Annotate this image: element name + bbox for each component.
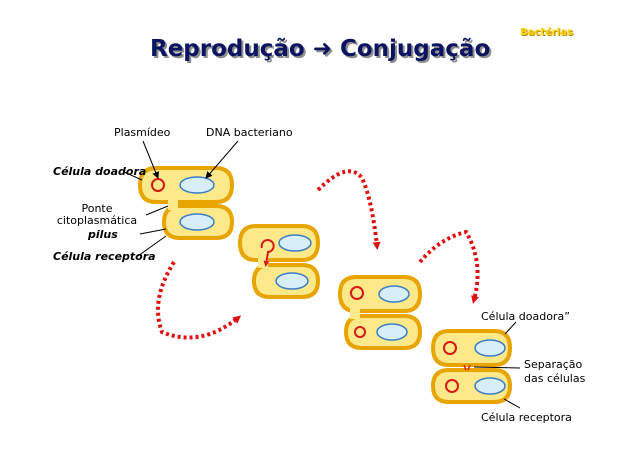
plasmid <box>443 341 457 355</box>
label-separation-line-2: das células <box>524 372 586 385</box>
bacterial-dna <box>474 339 506 357</box>
arrow-to-stage-2 <box>156 260 242 340</box>
plasmid-transferring <box>260 239 275 267</box>
pointer-plasmid <box>142 140 159 179</box>
label-bacterial-dna: DNA bacteriano <box>206 126 293 139</box>
category-tag: Bactérias <box>520 27 573 38</box>
label-bridge-line-1: Ponte <box>81 202 113 215</box>
plasmid <box>354 326 366 338</box>
plasmid <box>151 178 165 192</box>
pointer-pilus <box>139 228 167 235</box>
stage-1-cells <box>137 166 235 240</box>
cytoplasmic-bridge <box>168 198 178 210</box>
label-pointers <box>123 140 521 409</box>
label-plasmid: Plasmídeo <box>114 126 171 139</box>
pointer-donor <box>123 171 143 181</box>
bacterial-dna <box>474 377 506 395</box>
pointer-bridge <box>145 205 169 216</box>
label-recipient-cell: Célula receptora <box>53 250 156 263</box>
cytoplasmic-bridge <box>258 256 268 268</box>
label-donor-cell-2: Célula doadora” <box>481 310 570 323</box>
bacterial-dna <box>278 234 312 252</box>
plasmid <box>350 286 364 300</box>
stage-4-cells <box>430 329 513 404</box>
arrow-to-stage-4 <box>418 229 480 304</box>
label-donor-cell: Célula doadora <box>53 165 147 178</box>
label-recipient-cell-2: Célula receptora <box>481 411 572 424</box>
label-pilus: pilus <box>88 228 118 241</box>
stage-3-cells <box>337 275 423 350</box>
label-separation-line-1: Separação <box>524 358 583 371</box>
bacterial-dna <box>376 323 408 341</box>
label-bridge-line-2: citoplasmática <box>56 214 138 227</box>
cytoplasmic-bridge <box>350 307 360 319</box>
page-title: Reprodução ➜ Conjugação <box>150 36 491 62</box>
pointer-receptor <box>137 235 167 257</box>
pointer-donor-2 <box>504 321 517 335</box>
stage-2-cells <box>237 224 321 299</box>
pointer-receptor-2 <box>503 398 521 409</box>
bacterial-dna <box>179 176 215 194</box>
bacterial-dna <box>275 272 309 290</box>
pointer-separation <box>473 366 521 369</box>
pointer-dna <box>205 140 239 179</box>
plasmid <box>445 379 459 393</box>
transition-arrows <box>156 169 480 340</box>
arrow-to-stage-3 <box>316 169 381 250</box>
separation-mark <box>463 364 471 371</box>
bacterial-dna <box>378 285 410 303</box>
bacterial-dna <box>179 213 215 231</box>
